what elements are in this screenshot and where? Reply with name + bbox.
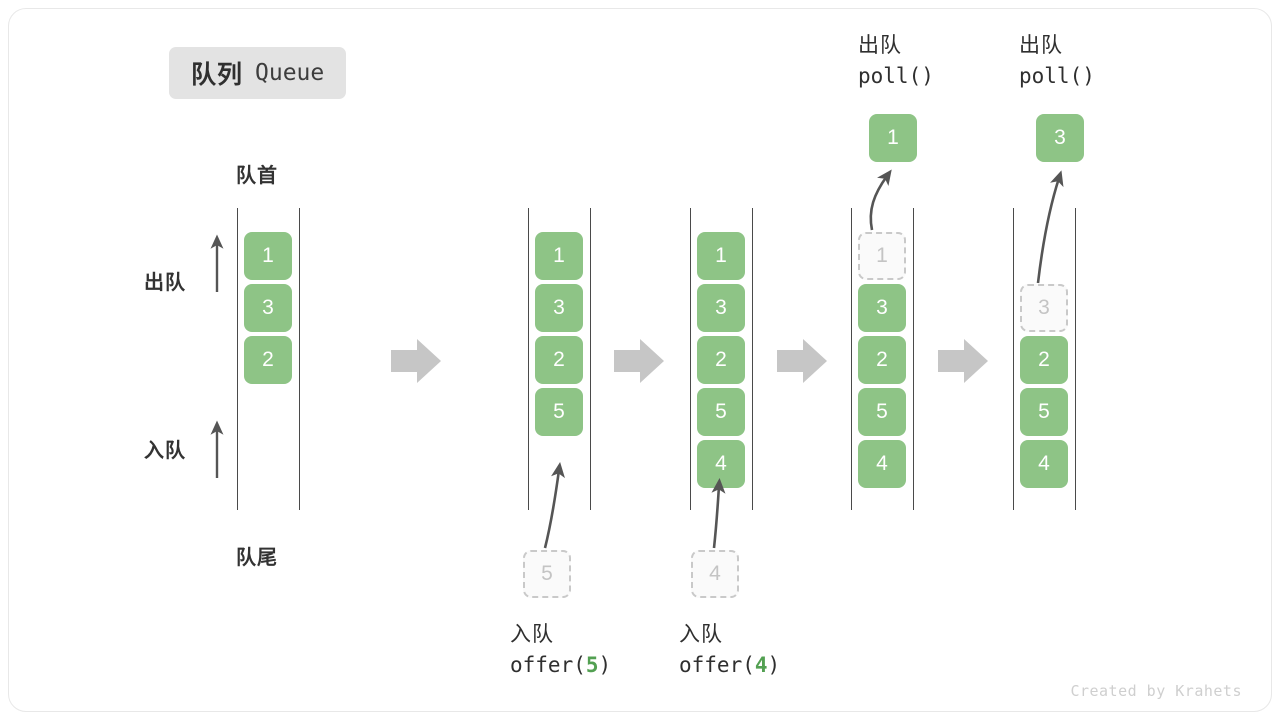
pending-enqueue-value-4: 4 bbox=[691, 550, 739, 598]
queue-cell: 5 bbox=[1020, 388, 1068, 436]
queue-cell: 3 bbox=[858, 284, 906, 332]
queue-head-label: 队首 bbox=[236, 165, 278, 187]
rail-right bbox=[299, 208, 300, 510]
operation-code: offer(5) bbox=[510, 650, 611, 680]
operation-cn: 入队 bbox=[510, 623, 554, 646]
dequeue-direction-label: 出队 bbox=[144, 272, 186, 294]
operation-code: poll() bbox=[858, 64, 934, 89]
pending-enqueue-value-5: 5 bbox=[523, 550, 571, 598]
code-suffix: ) bbox=[598, 653, 612, 678]
operation-code: offer(4) bbox=[679, 650, 780, 680]
operation-label-poll-3: 出队 poll() bbox=[1019, 31, 1095, 92]
polled-value-3: 3 bbox=[1036, 114, 1084, 162]
queue-column-after-offer-5: 1 3 2 5 bbox=[528, 208, 591, 510]
queue-cell-removed: 3 bbox=[1020, 284, 1068, 332]
rail-right bbox=[752, 208, 753, 510]
code-prefix: offer( bbox=[510, 653, 586, 678]
queue-column-after-offer-4: 1 3 2 5 4 bbox=[690, 208, 753, 510]
queue-cell: 2 bbox=[535, 336, 583, 384]
rail-left bbox=[237, 208, 238, 510]
rail-left bbox=[528, 208, 529, 510]
rail-left bbox=[690, 208, 691, 510]
queue-cell: 3 bbox=[535, 284, 583, 332]
card-frame bbox=[8, 8, 1272, 712]
operation-cn: 出队 bbox=[858, 34, 902, 57]
operation-label-offer-4: 入队 offer(4) bbox=[679, 620, 780, 681]
queue-cell: 1 bbox=[244, 232, 292, 280]
queue-cell: 4 bbox=[697, 440, 745, 488]
queue-cell: 4 bbox=[1020, 440, 1068, 488]
operation-cn: 入队 bbox=[679, 623, 723, 646]
title-badge: 队列 Queue bbox=[169, 47, 347, 99]
queue-tail-label: 队尾 bbox=[236, 547, 278, 569]
queue-cell: 1 bbox=[535, 232, 583, 280]
queue-cell: 2 bbox=[244, 336, 292, 384]
queue-cell: 1 bbox=[697, 232, 745, 280]
queue-cell: 3 bbox=[697, 284, 745, 332]
queue-cell: 2 bbox=[858, 336, 906, 384]
queue-column-initial: 1 3 2 bbox=[237, 208, 300, 510]
rail-right bbox=[913, 208, 914, 510]
code-arg: 5 bbox=[585, 653, 599, 678]
title-cn: 队列 bbox=[191, 61, 244, 89]
title-en: Queue bbox=[255, 60, 325, 86]
rail-left bbox=[851, 208, 852, 510]
queue-cell: 5 bbox=[697, 388, 745, 436]
rail-right bbox=[590, 208, 591, 510]
code-suffix: ) bbox=[767, 653, 781, 678]
queue-cell: 5 bbox=[535, 388, 583, 436]
queue-column-poll-1: 1 3 2 5 4 bbox=[851, 208, 914, 510]
rail-left bbox=[1013, 208, 1014, 510]
queue-cell-removed: 1 bbox=[858, 232, 906, 280]
credit-watermark: Created by Krahets bbox=[1070, 682, 1242, 700]
queue-cell: 2 bbox=[1020, 336, 1068, 384]
code-prefix: offer( bbox=[679, 653, 755, 678]
queue-cell: 4 bbox=[858, 440, 906, 488]
enqueue-direction-label: 入队 bbox=[144, 440, 186, 462]
queue-column-poll-3: 3 2 5 4 bbox=[1013, 208, 1076, 510]
polled-value-1: 1 bbox=[869, 114, 917, 162]
code-arg: 4 bbox=[754, 653, 768, 678]
queue-cell: 5 bbox=[858, 388, 906, 436]
operation-label-poll-1: 出队 poll() bbox=[858, 31, 934, 92]
rail-right bbox=[1075, 208, 1076, 510]
operation-cn: 出队 bbox=[1019, 34, 1063, 57]
queue-cell: 3 bbox=[244, 284, 292, 332]
operation-code: poll() bbox=[1019, 64, 1095, 89]
operation-label-offer-5: 入队 offer(5) bbox=[510, 620, 611, 681]
queue-cell: 2 bbox=[697, 336, 745, 384]
